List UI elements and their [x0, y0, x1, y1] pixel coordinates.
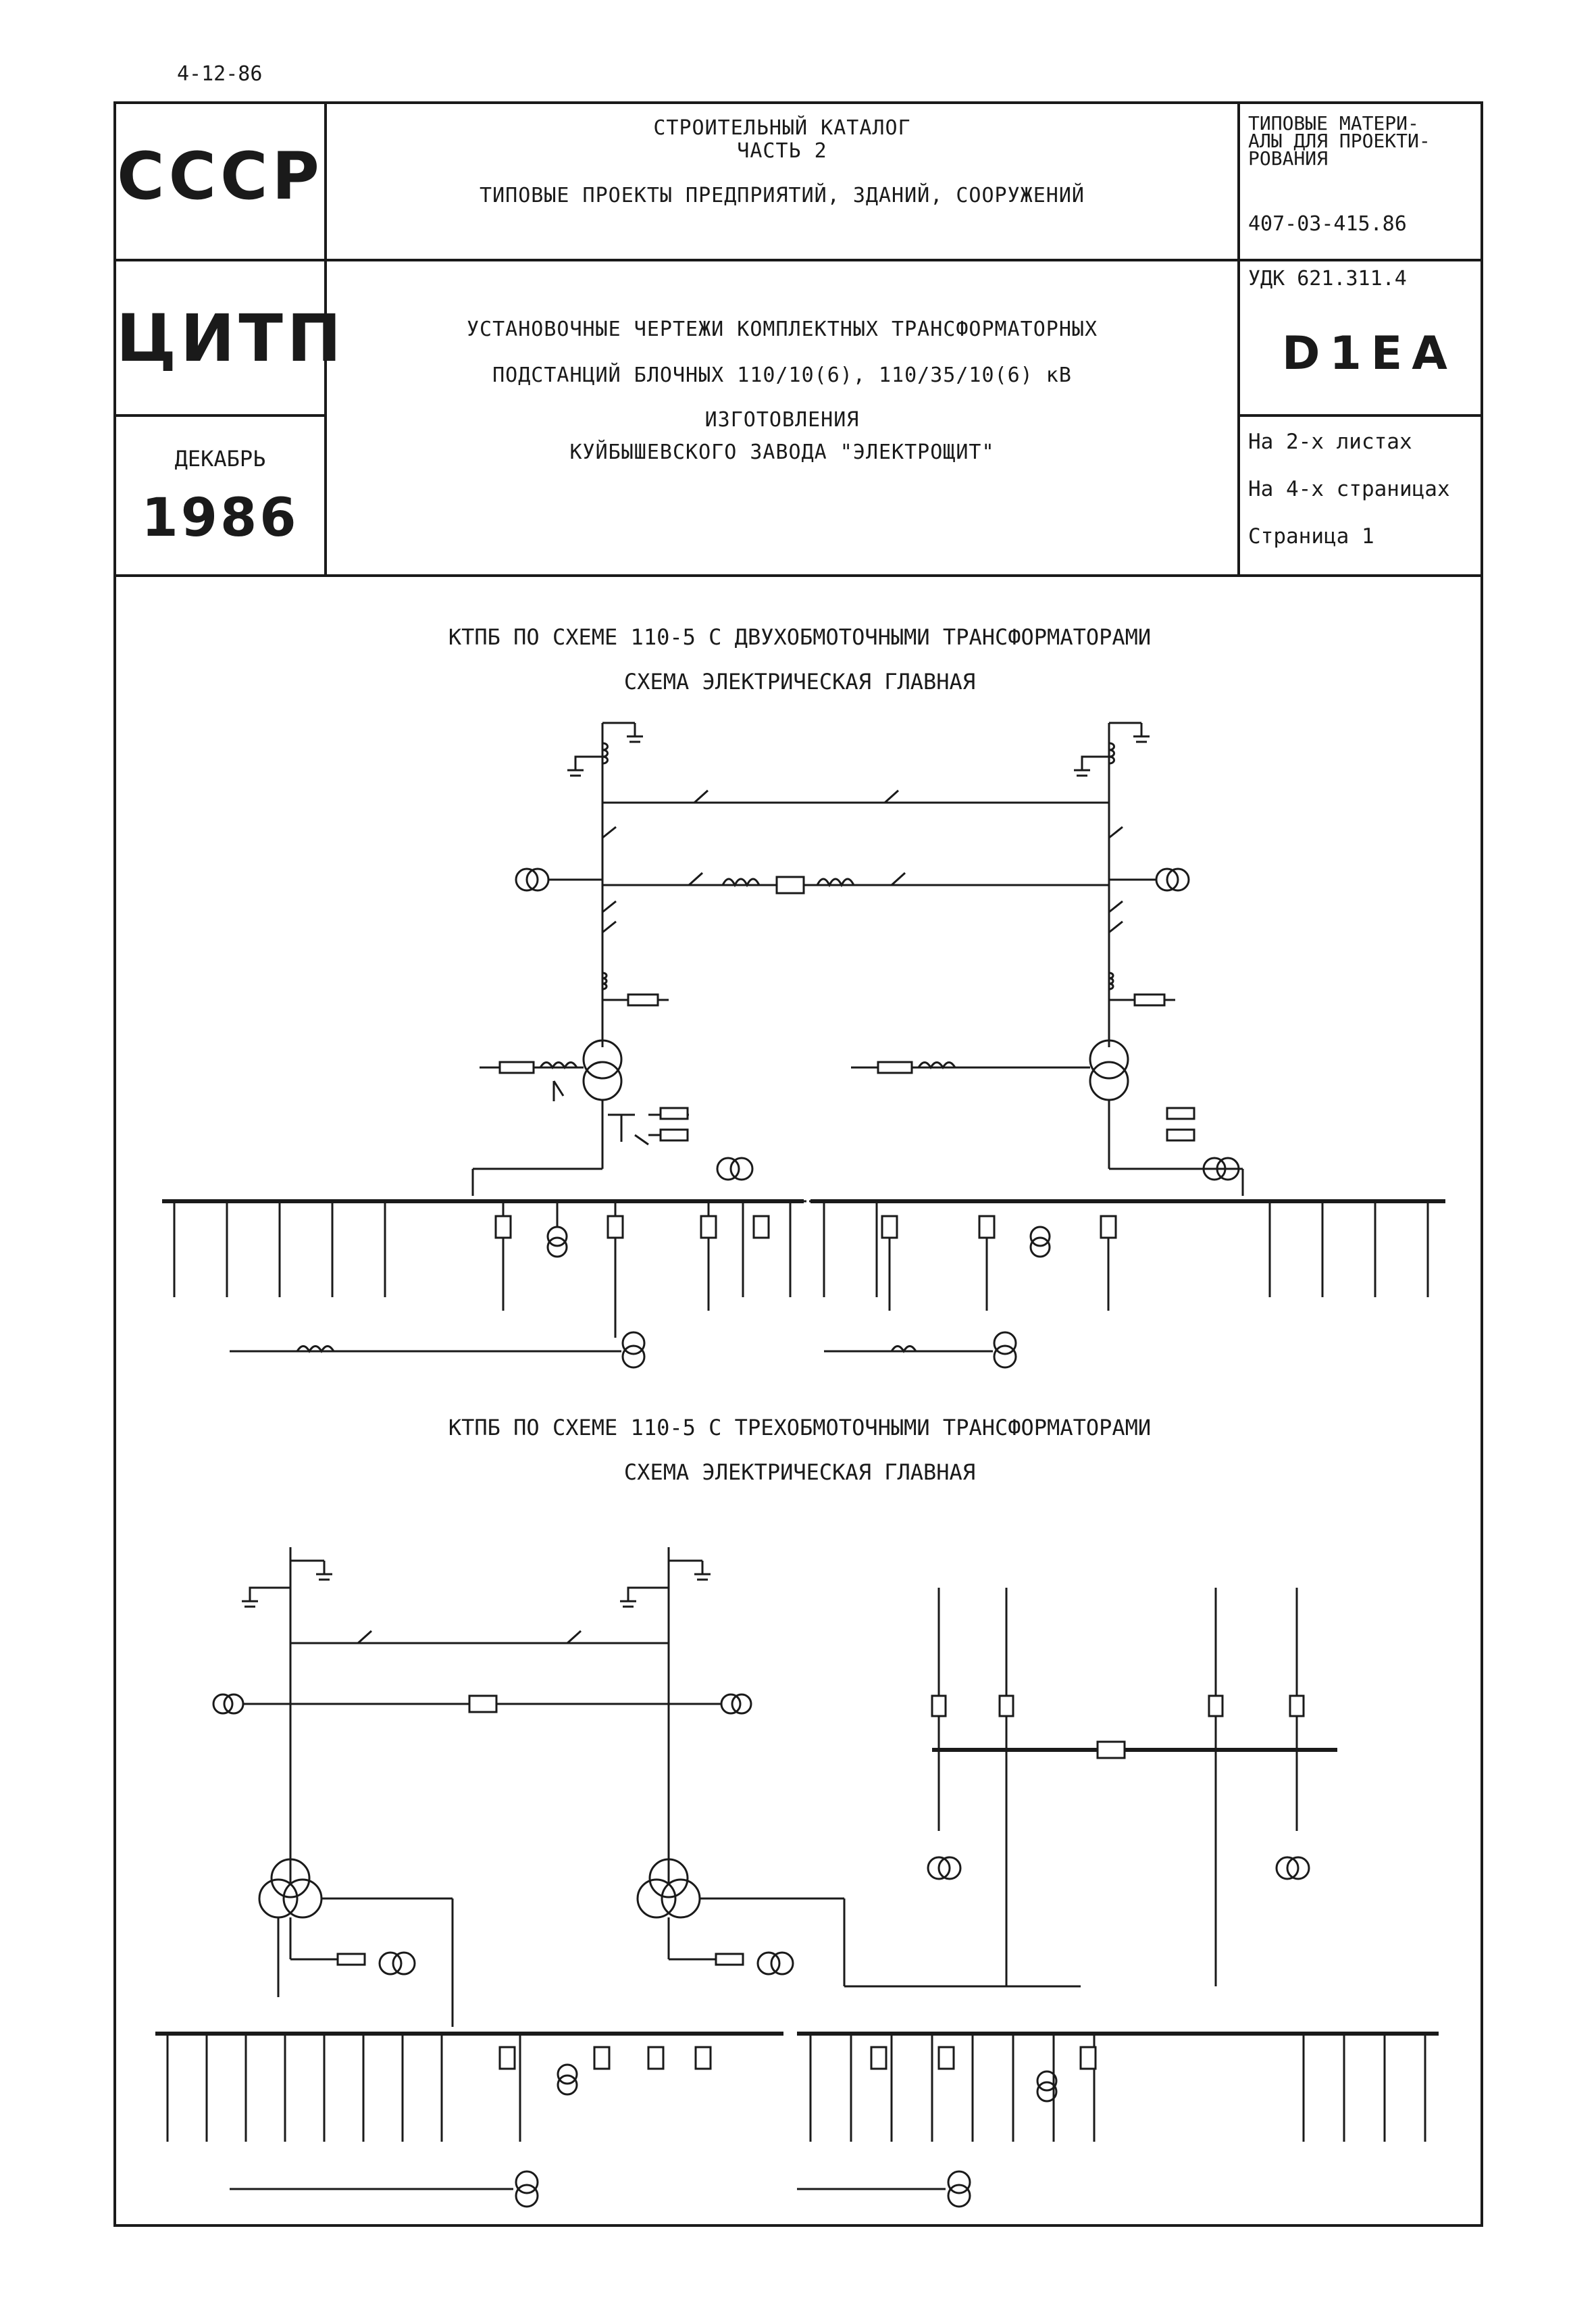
- s1-left-ct: [602, 742, 609, 765]
- s1-aux-transformer-left-a: [621, 1331, 646, 1355]
- scheme1-title: КТПБ ПО СХЕМЕ 110-5 С ДВУХОБМОТОЧНЫМИ ТР…: [448, 624, 1152, 650]
- doc-date: 4-12-86: [177, 62, 263, 86]
- catalog-title: СТРОИТЕЛЬНЫЙ КАТАЛОГ: [653, 116, 911, 140]
- s2-left-transformer-hv: [270, 1858, 311, 1898]
- title-block-divider-1: [324, 101, 327, 576]
- doc-title-line-1: УСТАНОВОЧНЫЕ ЧЕРТЕЖИ КОМПЛЕКТНЫХ ТРАНСФО…: [466, 318, 1098, 341]
- s1-feeders-left: [173, 1201, 792, 1297]
- s1-left-vt-a: [515, 867, 539, 892]
- s2-left-transformer-mv: [258, 1878, 299, 1919]
- s2-aux-transformer-left-a: [515, 2170, 539, 2194]
- s2-35kv-feeders: [927, 1588, 1310, 1880]
- page-count: На 4-х страницах: [1248, 477, 1450, 501]
- scheme2-title: КТПБ ПО СХЕМЕ 110-5 С ТРЕХОБМОТОЧНЫМИ ТР…: [448, 1415, 1152, 1440]
- project-code: 407-03-415.86: [1248, 212, 1407, 236]
- type-line-1: ТИПОВЫЕ МАТЕРИ-: [1248, 112, 1419, 134]
- doc-title-line-2: ПОДСТАНЦИЙ БЛОЧНЫХ 110/10(6), 110/35/10(…: [492, 363, 1072, 387]
- scheme2-diagram: [155, 1547, 1439, 2208]
- title-block-rule-3: [113, 414, 326, 417]
- s2-right-transformer-lv: [661, 1878, 701, 1919]
- s2-right-transformer-hv: [648, 1858, 689, 1898]
- s2-feeders-left: [166, 2034, 521, 2142]
- udk-code: УДК 621.311.4: [1248, 267, 1407, 291]
- issue-year: 1986: [141, 488, 299, 549]
- title-block-rule-2: [113, 574, 1483, 577]
- scheme2-subtitle: СХЕМА ЭЛЕКТРИЧЕСКАЯ ГЛАВНАЯ: [623, 1459, 976, 1485]
- type-line-2: АЛЫ ДЛЯ ПРОЕКТИ-: [1248, 130, 1431, 152]
- catalog-part: ЧАСТЬ 2: [737, 139, 827, 163]
- s1-cells-left: [494, 1201, 770, 1338]
- type-line-3: РОВАНИЯ: [1248, 147, 1329, 170]
- sheet-count: На 2-х листах: [1248, 430, 1412, 454]
- s2-sectional-breaker: [468, 1694, 498, 1713]
- doc-title-line-4: КУЙБЫШЕВСКОГО ЗАВОДА "ЭЛЕКТРОЩИТ": [569, 441, 995, 464]
- s1-feeders-right: [823, 1201, 1429, 1297]
- s2-aux-transformer-right-a: [947, 2170, 971, 2194]
- s1-left-arrester: [627, 723, 643, 743]
- title-block-rule-1: [113, 259, 1483, 261]
- s2-cells: [498, 2046, 1097, 2103]
- org-ussr: СССР: [117, 139, 324, 214]
- s1-cells-right: [881, 1215, 1117, 1311]
- issue-month: ДЕКАБРЬ: [174, 446, 266, 472]
- org-citp: ЦИТП: [116, 301, 346, 376]
- catalog-subtitle: ТИПОВЫЕ ПРОЕКТЫ ПРЕДПРИЯТИЙ, ЗДАНИЙ, СОО…: [480, 184, 1085, 207]
- scheme1-diagram: [162, 722, 1445, 1369]
- s1-sectional-breaker: [775, 876, 805, 895]
- doc-title-line-3: ИЗГОТОВЛЕНИЯ: [704, 408, 860, 432]
- s2-right-transformer-mv: [636, 1878, 677, 1919]
- page-frame: [113, 101, 1483, 2227]
- s1-right-transformer-hv: [1089, 1039, 1129, 1080]
- code-mark: D1EA: [1282, 327, 1457, 380]
- s1-aux-transformer-right-a: [993, 1331, 1017, 1355]
- type-materials-label: ТИПОВЫЕ МАТЕРИ- АЛЫ ДЛЯ ПРОЕКТИ- РОВАНИЯ: [1248, 112, 1431, 170]
- s2-left-transformer-lv: [282, 1878, 323, 1919]
- scheme1-subtitle: СХЕМА ЭЛЕКТРИЧЕСКАЯ ГЛАВНАЯ: [623, 669, 976, 695]
- title-block-divider-2: [1237, 101, 1240, 576]
- s1-right-transformer-lv: [1089, 1061, 1129, 1101]
- s2-feeders-right: [809, 2034, 1426, 2142]
- title-block-rule-4: [1239, 414, 1483, 417]
- page-number: Страница 1: [1248, 524, 1374, 549]
- s1-top-disconnectors: [693, 789, 900, 804]
- s1-left-transformer-hv: [582, 1039, 623, 1080]
- s1-left-transformer-lv: [582, 1061, 623, 1101]
